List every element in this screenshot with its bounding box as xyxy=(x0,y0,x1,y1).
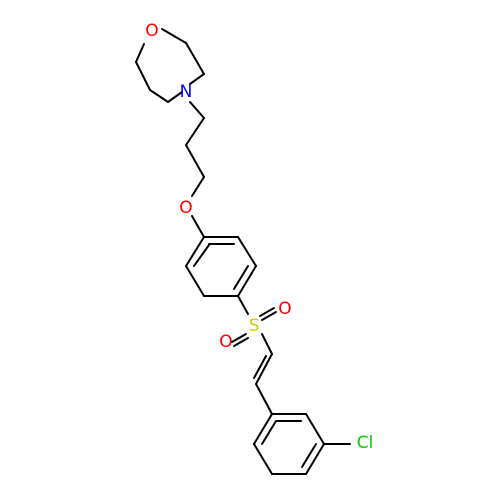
bond-ring2-inner-2 xyxy=(301,443,317,468)
atom-label-sulfur: S xyxy=(249,316,260,336)
atom-label-oxygen-sulfonyl-2: O xyxy=(219,332,232,352)
bond-ring1-inner-2 xyxy=(233,265,249,290)
bond-vinyl-a xyxy=(255,353,273,385)
bond-chain-2 xyxy=(185,144,205,178)
bond-vinyl-b xyxy=(253,355,267,379)
atom-label-oxygen-morpholine: O xyxy=(145,21,158,41)
bond-ring1-b xyxy=(237,236,257,267)
bond-n-chain xyxy=(189,101,205,119)
bond-ring1-c xyxy=(237,265,257,297)
bond-ring1-s xyxy=(237,295,249,315)
bond-c-c-morph-1 xyxy=(185,42,205,75)
atom-label-nitrogen-morpholine: N xyxy=(180,82,193,102)
bond-vinyl-ring2 xyxy=(255,383,273,415)
bond-chain-1 xyxy=(185,117,205,146)
bond-o1-c xyxy=(161,28,187,44)
bond-s-vinyl xyxy=(261,333,273,355)
atom-label-oxygen-ether: O xyxy=(179,198,192,218)
bond-ring2-f xyxy=(253,413,273,445)
bond-c-c-morph-3 xyxy=(135,61,151,91)
bond-ring2-e xyxy=(253,443,273,475)
bond-s-o4-b xyxy=(233,337,249,347)
bond-s-o3-b xyxy=(259,307,275,317)
bond-ring1-f xyxy=(185,236,205,267)
bond-chain-3-o xyxy=(191,176,205,197)
atom-labels: O N O S O O Cl xyxy=(145,21,373,453)
bond-c-o1-morph xyxy=(135,43,145,63)
bond-s-o3-a xyxy=(261,311,277,321)
bond-ring2-b xyxy=(305,413,325,445)
bond-c-n-morph-1 xyxy=(189,73,205,85)
atom-label-chlorine: Cl xyxy=(357,433,374,453)
bond-s-o4-a xyxy=(231,333,247,343)
bond-o-aryl xyxy=(191,215,205,238)
bond-lines xyxy=(135,28,351,475)
bond-ring1-inner-3 xyxy=(193,244,210,267)
atom-label-oxygen-sulfonyl-1: O xyxy=(278,299,291,319)
bond-ring1-e xyxy=(185,265,205,297)
bond-c-c-morph-2 xyxy=(149,89,169,103)
bond-ring2-c xyxy=(305,443,325,475)
bond-ring2-inner-3 xyxy=(261,420,277,445)
bond-n-c-morph-2 xyxy=(167,91,183,103)
